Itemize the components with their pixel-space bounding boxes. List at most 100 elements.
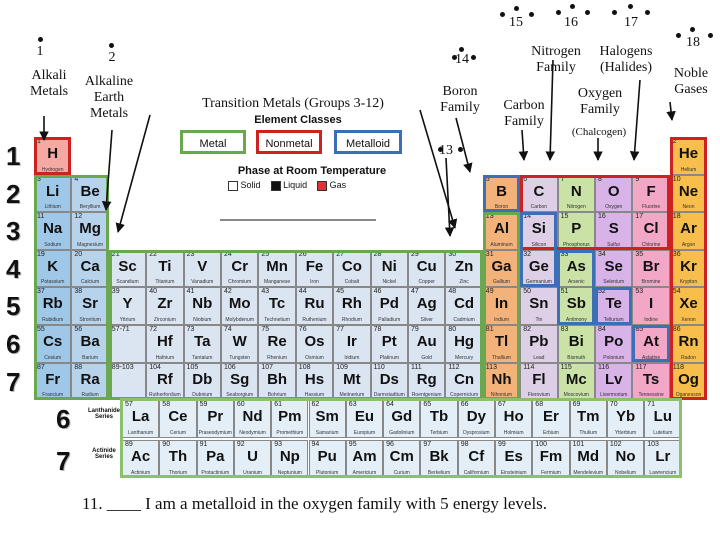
atomic-number: 59: [199, 401, 208, 408]
element-name: Protactinium: [201, 470, 230, 476]
atomic-number: 10: [672, 175, 681, 183]
atomic-number: 41: [186, 288, 195, 296]
atomic-number: 39: [111, 288, 120, 296]
element-symbol: Au: [416, 333, 437, 350]
metalloid-outline-boron: [482, 174, 520, 213]
element-symbol: Pu: [317, 448, 337, 465]
atomic-number: 69: [572, 401, 581, 408]
element-symbol: Nb: [192, 295, 213, 313]
atomic-number: 11: [37, 213, 45, 221]
atomic-number: 82: [523, 326, 531, 333]
atomic-number: 97: [423, 441, 432, 448]
atomic-number: 26: [298, 250, 307, 258]
element-symbol: Ge: [528, 257, 549, 275]
atomic-number: 62: [311, 401, 320, 408]
dot-marker: [452, 55, 457, 60]
element-name: Calcium: [81, 279, 100, 286]
element-symbol: Ce: [168, 408, 188, 425]
element-name: Ruthenium: [302, 316, 327, 323]
element-symbol: Fl: [532, 370, 546, 388]
liquid-label: Liquid: [283, 180, 308, 190]
element-name: Lead: [533, 354, 545, 361]
element-name: Meitnerium: [339, 392, 365, 399]
element-name: Carbon: [530, 204, 548, 211]
element-symbol: Gd: [391, 408, 413, 425]
atomic-number: 99: [498, 441, 506, 448]
metal-outline-groups-1-2: [34, 174, 109, 401]
atomic-number: 100: [535, 441, 547, 448]
atomic-number: 14: [523, 213, 531, 221]
element-symbol: Te: [605, 295, 622, 313]
element-name: Gold: [421, 354, 432, 361]
atomic-number: 101: [572, 441, 585, 448]
atomic-number: 1: [37, 138, 41, 145]
atomic-number: 58: [162, 401, 171, 408]
element-name: Yttrium: [119, 316, 136, 323]
nonmetal-outline-block: [520, 174, 670, 250]
atomic-number: 98: [460, 441, 469, 448]
atomic-number: 54: [672, 288, 681, 296]
arrow-line: [518, 129, 529, 161]
element-symbol: Am: [352, 448, 377, 465]
element-name: Californium: [463, 470, 489, 476]
element-name: Potassium: [41, 279, 65, 286]
atomic-number: 89: [125, 441, 133, 448]
atomic-number: 106: [224, 363, 236, 371]
element-symbol: Br: [642, 257, 660, 275]
element-name: Nobelium: [614, 470, 637, 476]
element-symbol: Th: [168, 448, 188, 465]
element-name: Livermorium: [599, 392, 628, 399]
atomic-number: 102: [609, 441, 622, 448]
atomic-number: 74: [224, 326, 232, 333]
element-name: Rutherfordium: [149, 392, 181, 399]
atomic-number: 65: [423, 401, 432, 408]
element-symbol: Mo: [228, 295, 251, 313]
phase-title: Phase at Room Temperature: [237, 165, 387, 177]
element-symbol: Ds: [379, 370, 399, 388]
dot-marker: [570, 4, 575, 9]
arrow-line: [666, 101, 676, 121]
element-symbol: N: [570, 182, 582, 200]
element-name: Silver: [420, 316, 433, 323]
element-symbol: Pa: [206, 448, 225, 465]
element-symbol: S: [608, 220, 619, 238]
element-name: Promethium: [276, 430, 304, 436]
element-name: Scandium: [116, 279, 139, 286]
element-symbol: Sr: [82, 295, 98, 313]
element-name: Indium: [493, 316, 509, 323]
arrow-line: [101, 129, 113, 211]
element-name: Fluorine: [642, 204, 661, 211]
element-name: Tungsten: [229, 354, 251, 361]
atomic-number: 28: [373, 250, 382, 258]
element-name: Neptunium: [277, 470, 302, 476]
element-name: Titanium: [155, 279, 175, 286]
element-name: Manganese: [264, 279, 291, 286]
actinide-series-label: Actinide Series: [92, 448, 116, 460]
element-name: Lawrencium: [649, 470, 677, 476]
atomic-number: 7: [560, 175, 565, 183]
element-symbol: V: [197, 257, 208, 275]
atomic-number: 84: [598, 326, 606, 333]
atomic-number: 60: [236, 401, 245, 408]
element-name: Mendelevium: [573, 470, 604, 476]
atomic-number: 71: [647, 401, 655, 408]
element-symbol: Es: [504, 448, 523, 465]
